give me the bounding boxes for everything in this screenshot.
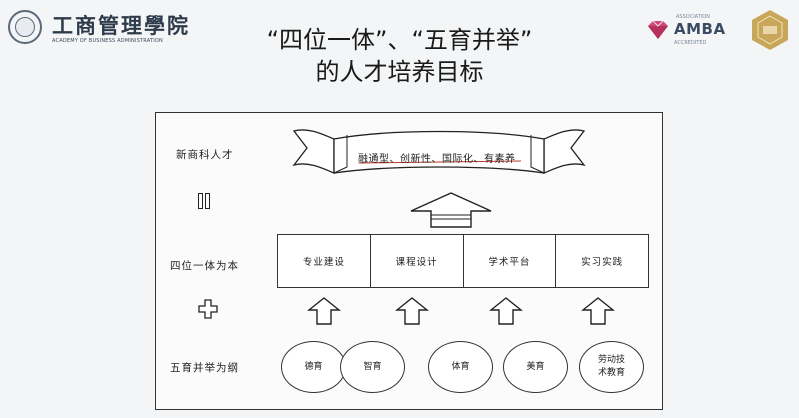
school-name: 工商管理學院 [52,13,190,38]
slide-header: 工商管理學院 ACADEMY OF BUSINESS ADMINISTRATIO… [0,0,799,100]
slide-title-line2: 的人才培养目标 [315,58,484,86]
pillar-box-academic: 学术平台 [464,235,557,287]
row-label-four-in-one: 四位一体为本 [170,260,239,272]
circle-labor-education: 劳动技术教育 [579,341,644,393]
equals-symbol-icon [198,193,212,213]
amba-association-text: ASSOCIATION [676,14,710,20]
circle-aesthetic-education: 美育 [503,341,568,393]
up-arrow-icon [581,297,615,325]
banner-text: 融通型、创新性、国际化、有素养 [358,154,516,165]
circle-label: 劳动技术教育 [597,355,625,378]
pillar-boxes: 专业建设 课程设计 学术平台 实习实践 [277,234,649,288]
plus-symbol-icon [198,299,218,319]
amba-logo: ASSOCIATION AMBA ACCREDITED [646,14,728,50]
circle-moral-education: 德育 [281,341,346,393]
circle-label: 体育 [451,361,470,372]
row-label-five-education: 五育并举为纲 [170,362,239,374]
amba-accredited-text: ACCREDITED [674,40,707,46]
circle-label: 美育 [526,361,545,372]
slide-title-line1: “四位一体”、“五育并举” [266,26,533,54]
amba-diamond-icon [648,20,668,39]
amba-text: AMBA [674,20,726,38]
accreditation-badge-icon [752,10,788,50]
banner-ribbon [292,129,586,174]
pillar-box-practice: 实习实践 [581,257,624,268]
university-seal-icon [8,10,42,44]
up-arrow-icon [489,297,523,325]
up-arrow-icon [307,297,341,325]
circle-intellectual-education: 智育 [340,341,405,393]
diagram-frame: 新商科人才 四位一体为本 五育并举为纲 融通型、创新性、国际化、有素养 专业建设… [155,112,663,410]
pillar-box-course: 课程设计 [371,235,464,287]
big-up-arrow-icon [410,192,492,228]
row-label-talent: 新商科人才 [176,149,234,161]
school-name-en: ACADEMY OF BUSINESS ADMINISTRATION [52,38,163,44]
pillar-box-major: 专业建设 [278,235,371,287]
circle-physical-education: 体育 [428,341,493,393]
circle-label: 智育 [363,361,382,372]
circle-label: 德育 [304,361,323,372]
up-arrow-icon [395,297,429,325]
